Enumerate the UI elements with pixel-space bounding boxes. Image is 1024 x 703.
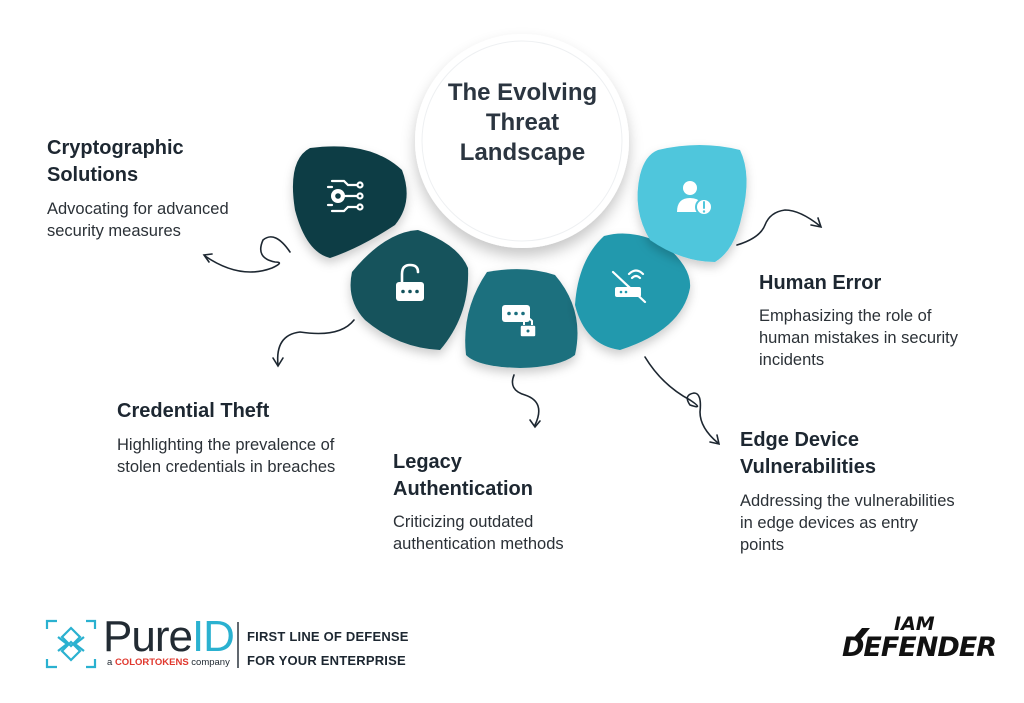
desc-legacy: Criticizing outdated authentication meth…	[393, 513, 564, 553]
user-alert-icon	[677, 181, 713, 216]
desc-human: Emphasizing the role of human mistakes i…	[759, 307, 958, 369]
pureid-subline: a COLORTOKENS company	[107, 657, 230, 668]
connector-edge	[644, 356, 719, 444]
badge-top: IAM	[894, 613, 935, 635]
title-credential: Credential Theft	[117, 400, 270, 422]
title-cryptographic: Cryptographic Solutions	[47, 137, 184, 186]
iam-defender-mark	[852, 628, 870, 640]
hub-title: The Evolving Threat Landscape	[447, 79, 598, 166]
connector-legacy	[511, 374, 540, 426]
connector-cryptographic	[204, 236, 291, 273]
title-legacy: Legacy Authentication	[393, 451, 533, 500]
footer-tagline: FIRST LINE OF DEFENSE FOR YOUR ENTERPRIS…	[247, 629, 409, 668]
pureid-logo-mark	[45, 619, 97, 669]
petal-cryptographic	[292, 146, 407, 258]
password-lock-icon	[502, 305, 537, 338]
desc-edge: Addressing the vulnerabilities in edge d…	[740, 492, 955, 554]
pureid-wordmark: PureID	[103, 612, 235, 661]
desc-cryptographic: Advocating for advanced security measure…	[47, 200, 229, 240]
badge-main: DEFENDER	[842, 632, 997, 663]
circuit-key-icon	[326, 179, 364, 213]
unlocked-password-icon	[396, 263, 424, 301]
hub-circle	[415, 34, 629, 248]
connector-credential	[276, 319, 355, 366]
title-human: Human Error	[759, 272, 882, 294]
desc-credential: Highlighting the prevalence of stolen cr…	[117, 436, 336, 476]
title-edge: Edge Device Vulnerabilities	[740, 429, 876, 478]
router-off-icon	[611, 269, 647, 304]
connector-human	[736, 209, 821, 246]
